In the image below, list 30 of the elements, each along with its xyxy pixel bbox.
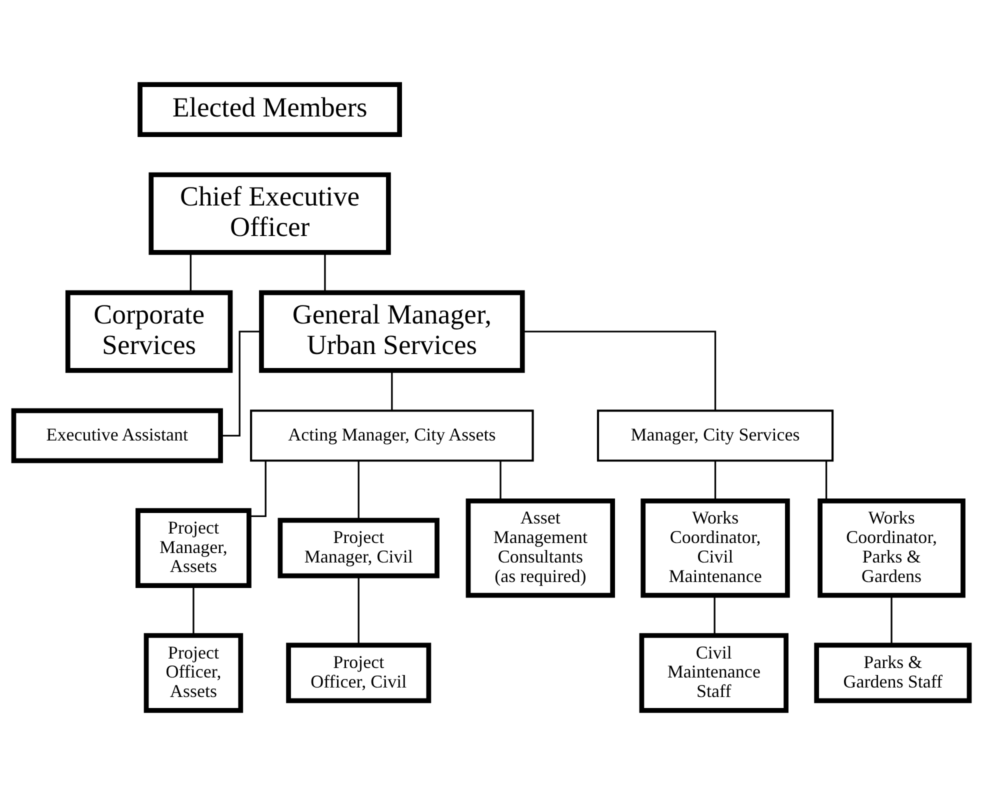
connector bbox=[190, 252, 192, 292]
node-box: Elected Members bbox=[138, 82, 402, 136]
connector bbox=[192, 585, 194, 635]
node-box: Corporate Services bbox=[65, 290, 233, 372]
node-box: Asset Management Consultants (as required) bbox=[466, 498, 616, 598]
node-box: Project Manager, Civil bbox=[278, 517, 440, 578]
connector bbox=[324, 252, 326, 292]
connector bbox=[358, 460, 360, 520]
connector bbox=[221, 330, 262, 436]
connector bbox=[500, 460, 502, 500]
node-box: Executive Assistant bbox=[11, 408, 223, 463]
node-box: Project Manager, Assets bbox=[136, 508, 252, 588]
node-box: Project Officer, Assets bbox=[144, 632, 244, 712]
connector bbox=[825, 460, 828, 500]
node-box: Project Officer, Civil bbox=[286, 642, 432, 703]
connector bbox=[714, 594, 716, 635]
node-box: Works Coordinator, Parks & Gardens bbox=[818, 498, 966, 598]
node-box: Chief Executive Officer bbox=[148, 172, 391, 254]
node-box: General Manager, Urban Services bbox=[259, 290, 525, 372]
connector bbox=[391, 370, 393, 410]
node-box: Civil Maintenance Staff bbox=[639, 632, 788, 712]
connector bbox=[890, 594, 892, 644]
connector bbox=[249, 460, 266, 516]
node-box: Works Coordinator, Civil Maintenance bbox=[640, 498, 790, 598]
node-box: Acting Manager, City Assets bbox=[250, 409, 534, 462]
connector bbox=[522, 330, 716, 410]
node-box: Manager, City Services bbox=[596, 409, 834, 462]
connector bbox=[358, 576, 360, 645]
connector bbox=[714, 460, 716, 500]
node-box: Parks & Gardens Staff bbox=[814, 642, 972, 703]
